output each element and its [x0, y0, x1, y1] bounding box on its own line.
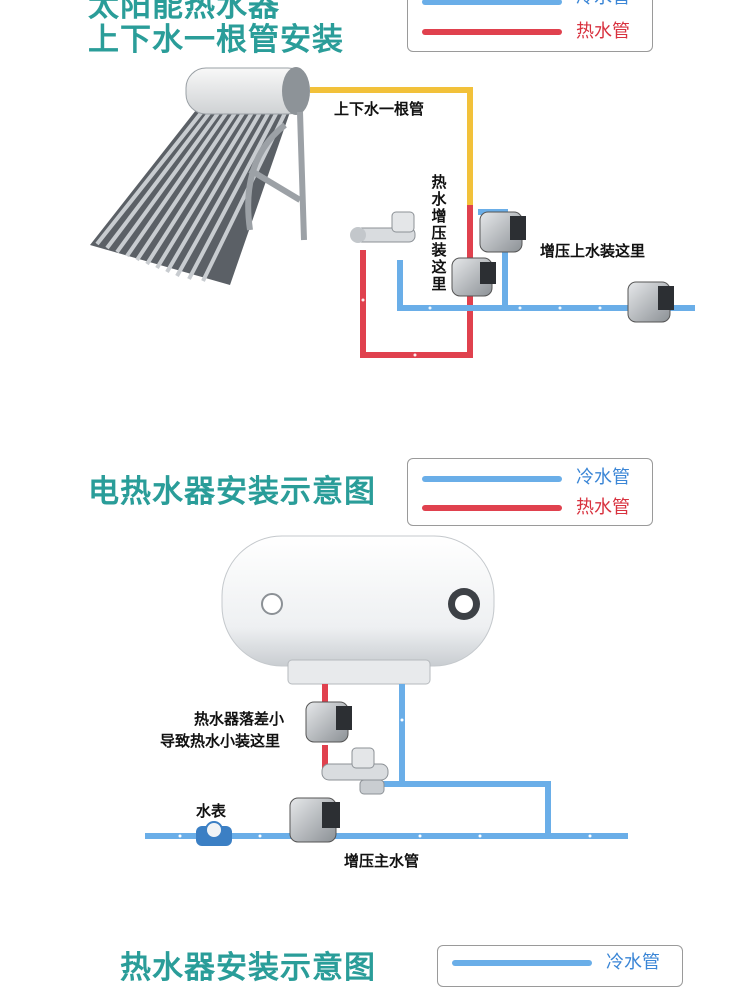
- label-main-pipe: 增压主水管: [344, 852, 420, 870]
- water-meter-icon: [196, 821, 232, 846]
- faucet-section1: [350, 211, 416, 243]
- section1-title-line2: 上下水一根管安装: [88, 22, 344, 58]
- cold-pipe-section1: [397, 260, 695, 311]
- legend-cold-line: [452, 960, 592, 966]
- section3-legend: 冷水管: [437, 945, 683, 987]
- section1-title-line1: 太阳能热水器: [88, 0, 280, 24]
- pump-heater-boost: [305, 701, 352, 743]
- pump-hot-boost: [451, 257, 496, 297]
- section1-legend: 冷水管 热水管: [407, 0, 653, 52]
- cold-pipe-section2: [399, 684, 551, 836]
- label-water-meter: 水表: [196, 802, 227, 820]
- label-supply-pipe: 上下水一根管: [334, 100, 425, 118]
- label-supply-boost: 增压上水装这里: [540, 242, 646, 260]
- faucet-section2: [321, 747, 389, 795]
- label-hot-boost: 热水增压装这里: [431, 173, 447, 293]
- pump-main-section2: [289, 797, 340, 843]
- legend-cold-label: 冷水管: [606, 952, 660, 973]
- diagram-graphics: [90, 67, 695, 846]
- legend-hot-line: [422, 505, 562, 511]
- legend-cold-label: 冷水管: [576, 0, 630, 9]
- legend-hot-label: 热水管: [576, 21, 630, 42]
- legend-cold-line: [422, 476, 562, 482]
- label-heater-boost-line2: 导致热水小装这里: [160, 732, 281, 750]
- label-heater-boost-line1: 热水器落差小: [194, 710, 285, 728]
- pump-main-section1: [627, 281, 674, 323]
- section2-title: 电热水器安装示意图: [88, 474, 376, 510]
- section3-title: 热水器安装示意图: [120, 950, 376, 986]
- electric-water-heater: [221, 535, 495, 685]
- legend-cold-label: 冷水管: [576, 467, 630, 488]
- legend-hot-label: 热水管: [576, 497, 630, 518]
- pump-supply-boost: [479, 211, 526, 253]
- legend-cold-line: [422, 0, 562, 5]
- section2-legend: 冷水管 热水管: [407, 458, 653, 526]
- supply-pipe: [310, 87, 473, 262]
- legend-hot-line: [422, 29, 562, 35]
- solar-water-heater: [90, 67, 310, 285]
